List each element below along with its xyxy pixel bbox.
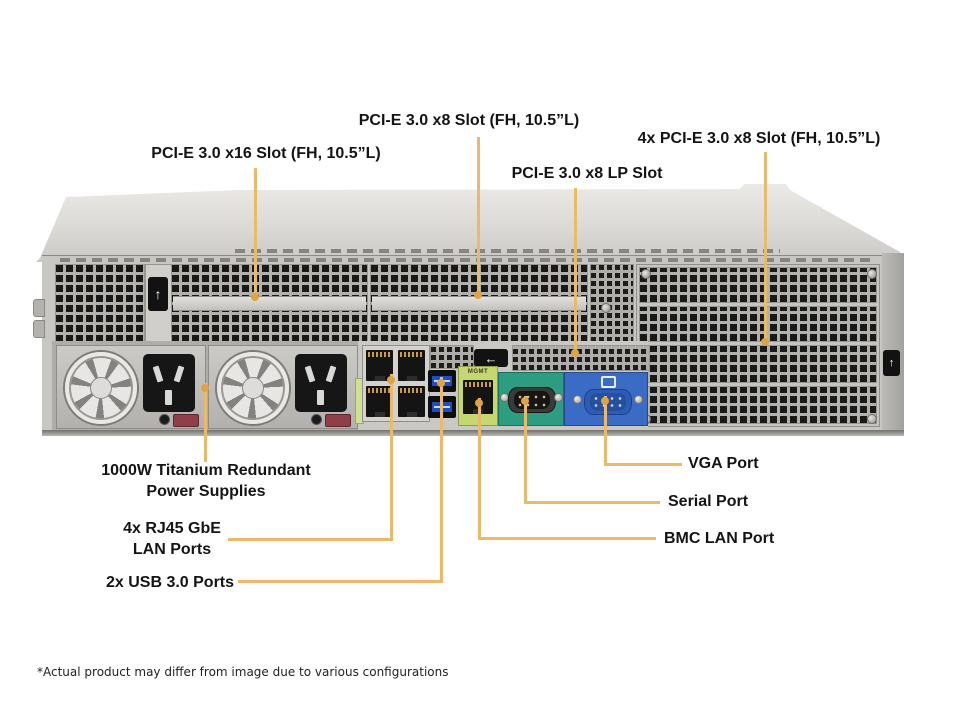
callout-line-serial-v <box>524 396 527 504</box>
psu-release-button <box>159 414 170 425</box>
callout-tip <box>571 349 579 357</box>
rj45-lan-port <box>366 350 393 381</box>
label-lan-ports-line1: 4x RJ45 GbE <box>123 520 221 537</box>
label-lan-ports: 4x RJ45 GbE LAN Ports <box>123 518 221 560</box>
callout-tip <box>387 376 395 384</box>
screw <box>634 395 643 404</box>
chassis-left-tab <box>33 299 45 317</box>
screw <box>867 269 877 279</box>
up-arrow-decal: ↑ <box>883 350 900 376</box>
inlet-prong-slot <box>325 365 337 383</box>
up-arrow-icon: ↑ <box>888 357 895 369</box>
screw <box>641 269 651 279</box>
callout-line-serial-h <box>524 501 660 504</box>
serial-port-plate <box>498 372 564 426</box>
chassis-left-tab <box>33 320 45 338</box>
blank-slot-bracket <box>173 296 366 311</box>
label-vga-port: VGA Port <box>688 455 759 472</box>
label-pcie-x8-lp-slot: PCI-E 3.0 x8 LP Slot <box>511 165 663 182</box>
left-vent-grid <box>55 264 145 343</box>
rj45-lan-port <box>398 386 425 417</box>
screw <box>601 303 611 313</box>
callout-line-vga-h <box>604 463 682 466</box>
callout-line-bmc-v <box>478 398 481 540</box>
inlet-prong-slot <box>317 390 324 405</box>
lan-port-cluster <box>362 345 430 422</box>
label-pcie-x8-slot: PCI-E 3.0 x8 Slot (FH, 10.5”L) <box>358 112 580 129</box>
callout-line-pcie-x8-lp <box>574 188 577 355</box>
label-power-supplies: 1000W Titanium Redundant Power Supplies <box>101 460 311 502</box>
serial-port <box>508 387 556 413</box>
label-power-supplies-line1: 1000W Titanium Redundant <box>101 462 311 479</box>
slot-row-vent <box>639 386 877 424</box>
label-lan-ports-line2: LAN Ports <box>132 541 212 558</box>
callout-line-pcie-x8 <box>477 137 480 298</box>
chassis-bottom-edge <box>42 430 904 436</box>
psu-bay <box>52 341 358 430</box>
callout-line-lan-v <box>390 374 393 541</box>
panel-top-vent-dashes <box>60 258 870 262</box>
label-serial-port: Serial Port <box>668 493 749 510</box>
callout-line-usb-v <box>440 377 443 583</box>
inlet-prong-slot <box>165 390 172 405</box>
chassis-right-face <box>882 253 904 433</box>
rj45-lan-port <box>398 350 425 381</box>
label-pcie-x16-slot: PCI-E 3.0 x16 Slot (FH, 10.5”L) <box>151 145 381 162</box>
screw <box>554 393 563 402</box>
up-arrow-icon: ↑ <box>154 286 162 302</box>
label-power-supplies-line2: Power Supplies <box>146 483 266 500</box>
callout-tip <box>521 397 529 405</box>
ac-inlet <box>143 354 195 412</box>
inlet-prong-slot <box>152 365 164 383</box>
callout-line-bmc-h <box>478 537 656 540</box>
callout-tip <box>475 399 483 407</box>
callout-line-pcie-x16 <box>254 168 257 299</box>
label-usb-ports: 2x USB 3.0 Ports <box>105 574 235 591</box>
inlet-prong-slot <box>173 365 185 383</box>
psu-latch <box>173 414 199 427</box>
pcie-x16-slot-section <box>171 264 368 343</box>
callout-tip <box>201 384 209 392</box>
slot-row-vent <box>639 267 877 303</box>
callout-tip <box>761 338 769 346</box>
mgmt-port-label: MGMT <box>467 369 489 375</box>
up-arrow-decal: ↑ <box>148 277 168 311</box>
callout-tip <box>474 291 482 299</box>
callout-line-pcie-4x-x8 <box>764 152 767 344</box>
slot-bracket-rail: ↑ <box>145 264 173 343</box>
callout-line-usb-h <box>238 580 443 583</box>
callout-tip <box>437 379 445 387</box>
inlet-prong-slot <box>304 365 316 383</box>
label-pcie-4x-x8-slot: 4x PCI-E 3.0 x8 Slot (FH, 10.5”L) <box>637 130 881 147</box>
callout-line-psu <box>204 383 207 462</box>
callout-tip <box>251 293 259 301</box>
lid-vent-dashes <box>235 249 780 253</box>
screw <box>573 395 582 404</box>
slot-row-vent <box>639 306 877 342</box>
center-vent-column <box>590 264 634 343</box>
callout-tip <box>601 397 609 405</box>
psu-latch <box>325 414 351 427</box>
psu-fan <box>217 352 289 424</box>
monitor-icon <box>601 376 616 388</box>
psu-2 <box>208 345 358 429</box>
small-vent <box>430 345 474 369</box>
lp-slot-vent <box>512 345 650 371</box>
ac-inlet <box>295 354 347 412</box>
psu-1 <box>56 345 206 429</box>
rj45-lan-port <box>366 386 393 417</box>
pcie-4x-x8-slot-section <box>636 264 880 427</box>
callout-line-lan-h <box>228 538 393 541</box>
label-bmc-lan-port: BMC LAN Port <box>664 530 775 547</box>
callout-line-vga-v <box>604 396 607 466</box>
psu-release-button <box>311 414 322 425</box>
slot-row-vent <box>639 345 877 383</box>
footnote-text: *Actual product may differ from image du… <box>37 665 449 679</box>
left-arrow-decal: ← <box>474 349 508 367</box>
psu-fan <box>65 352 137 424</box>
serial-pins <box>514 391 550 409</box>
screw <box>867 414 877 424</box>
left-arrow-icon: ← <box>484 350 498 366</box>
